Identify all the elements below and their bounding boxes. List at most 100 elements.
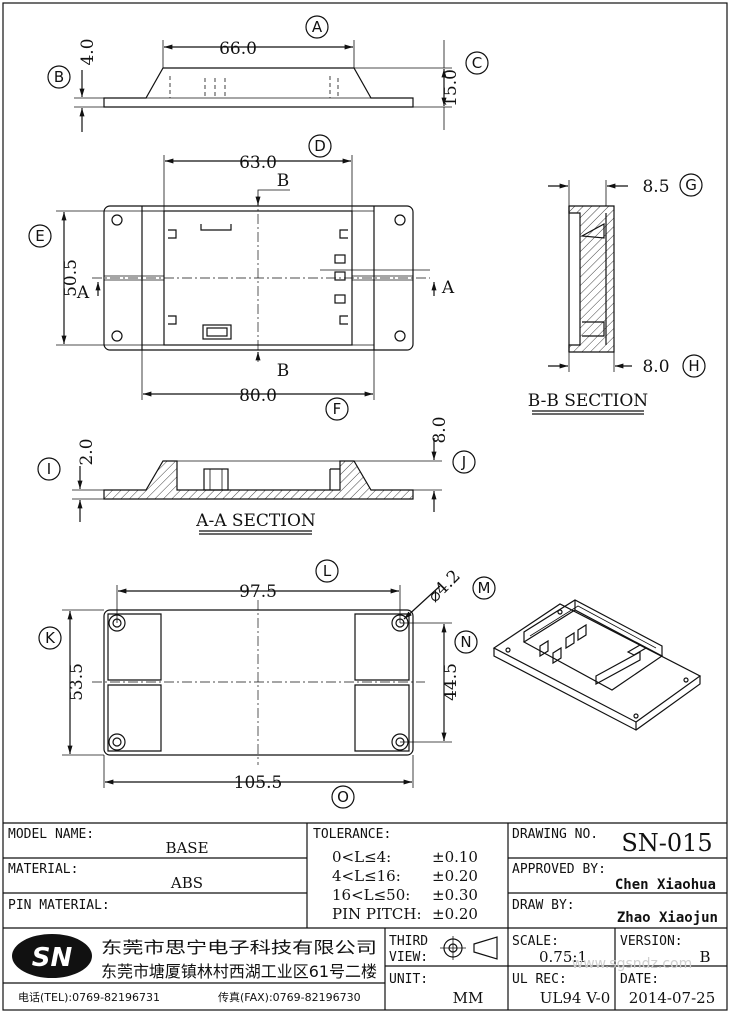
model-name-label: MODEL NAME: bbox=[8, 827, 94, 842]
company-fax: 传真(FAX):0769-82196730 bbox=[218, 990, 361, 1004]
third-view-label-2: VIEW: bbox=[389, 950, 428, 965]
svg-text:L: L bbox=[323, 562, 332, 580]
material-value: ABS bbox=[170, 874, 203, 892]
dim-B-text: 4.0 bbox=[78, 38, 98, 65]
svg-text:E: E bbox=[35, 227, 44, 245]
svg-text:I: I bbox=[47, 460, 51, 478]
tolerance-value-3: ±0.30 bbox=[432, 886, 478, 904]
isometric-view bbox=[492, 599, 702, 731]
approved-by-value: Chen Xiaohua bbox=[615, 877, 716, 893]
svg-text:J: J bbox=[461, 453, 466, 471]
callout-L: L bbox=[315, 559, 339, 583]
bottom-view: 97.5 ⌀4.2 53.5 44.5 105.5 bbox=[62, 566, 465, 793]
callout-D: D bbox=[308, 134, 332, 158]
svg-text:F: F bbox=[333, 400, 342, 418]
section-mark-A-left: A bbox=[76, 283, 90, 303]
tolerance-value-4: ±0.20 bbox=[432, 905, 478, 923]
material-label: MATERIAL: bbox=[8, 862, 78, 877]
watermark: www.sgsndz.com bbox=[572, 956, 692, 972]
version-label: VERSION: bbox=[620, 934, 683, 949]
drawing-no-label: DRAWING NO. bbox=[512, 827, 598, 842]
callout-B: B bbox=[47, 65, 71, 89]
svg-text:O: O bbox=[337, 788, 349, 806]
dim-E-text: 50.5 bbox=[61, 259, 81, 297]
dim-A-text: 66.0 bbox=[219, 39, 257, 59]
callout-N: N bbox=[454, 630, 478, 654]
drawing-no-value: SN-015 bbox=[621, 829, 712, 857]
callout-C: C bbox=[465, 51, 489, 75]
svg-text:B: B bbox=[54, 68, 64, 86]
dim-I-text: 2.0 bbox=[77, 438, 97, 465]
tolerance-range-3: 16<L≤50: bbox=[332, 886, 410, 904]
dim-F-text: 80.0 bbox=[239, 386, 277, 406]
section-mark-A-right: A bbox=[441, 278, 455, 298]
svg-text:A: A bbox=[312, 18, 323, 36]
bb-section-view: 8.5 8.0 B-B SECTION bbox=[528, 177, 670, 415]
third-view-label-1: THIRD bbox=[389, 934, 428, 949]
bb-section-title: B-B SECTION bbox=[528, 391, 649, 411]
tolerance-range-2: 4<L≤16: bbox=[332, 867, 401, 885]
svg-text:SN: SN bbox=[32, 943, 73, 973]
svg-text:G: G bbox=[685, 176, 697, 194]
dim-M-text: ⌀4.2 bbox=[424, 566, 465, 607]
company-address: 东莞市塘厦镇林村西湖工业区61号二楼 bbox=[101, 962, 377, 981]
dim-J-text: 8.0 bbox=[430, 416, 450, 443]
unit-label: UNIT: bbox=[389, 972, 428, 987]
date-value: 2014-07-25 bbox=[629, 989, 715, 1007]
company-name: 东莞市思宁电子科技有限公司 bbox=[101, 938, 377, 957]
dim-H-text: 8.0 bbox=[642, 357, 669, 377]
callout-F: F bbox=[325, 397, 349, 421]
callout-O: O bbox=[331, 785, 355, 809]
aa-section-view: 2.0 8.0 A-A SECTION bbox=[72, 416, 450, 535]
tolerance-value-1: ±0.10 bbox=[432, 848, 478, 866]
svg-text:K: K bbox=[45, 629, 56, 647]
ul-rec-label: UL REC: bbox=[512, 972, 567, 987]
dim-L-text: 97.5 bbox=[239, 582, 277, 602]
tolerance-range-4: PIN PITCH: bbox=[332, 905, 422, 923]
svg-text:M: M bbox=[478, 579, 491, 597]
approved-by-label: APPROVED BY: bbox=[512, 862, 606, 877]
dim-O-text: 105.5 bbox=[234, 773, 283, 793]
third-angle-projection-icon bbox=[440, 936, 498, 960]
svg-text:C: C bbox=[472, 54, 482, 72]
scale-value: 0.75:1 bbox=[539, 948, 587, 966]
dim-D-text: 63.0 bbox=[239, 153, 277, 173]
top-view: B B A A 63.0 50.5 80.0 bbox=[56, 153, 455, 406]
model-name-value: BASE bbox=[165, 839, 208, 857]
callout-bubbles: A B C D E F G H I J K L M N O bbox=[28, 15, 706, 809]
svg-text:D: D bbox=[314, 137, 326, 155]
front-view: 66.0 4.0 15.0 bbox=[74, 38, 461, 132]
title-block: MODEL NAME: BASE MATERIAL: ABS PIN MATER… bbox=[3, 822, 727, 1010]
callout-K: K bbox=[38, 626, 62, 650]
tolerance-label: TOLERANCE: bbox=[313, 827, 391, 842]
section-mark-B-top: B bbox=[277, 171, 290, 191]
svg-text:N: N bbox=[460, 633, 471, 651]
dim-G-text: 8.5 bbox=[642, 177, 669, 197]
dim-C-text: 15.0 bbox=[441, 69, 461, 107]
date-label: DATE: bbox=[620, 972, 659, 987]
ul-rec-value: UL94 V-0 bbox=[540, 989, 611, 1007]
version-value: B bbox=[699, 948, 710, 966]
unit-value: MM bbox=[453, 989, 484, 1007]
callout-J: J bbox=[452, 450, 476, 474]
scale-label: SCALE: bbox=[512, 934, 559, 949]
svg-text:H: H bbox=[688, 357, 699, 375]
company-logo: SN bbox=[12, 934, 92, 978]
draw-by-label: DRAW BY: bbox=[512, 898, 575, 913]
callout-M: M bbox=[472, 576, 496, 600]
callout-H: H bbox=[682, 354, 706, 378]
dim-K-text: 53.5 bbox=[67, 663, 87, 701]
callout-E: E bbox=[28, 224, 52, 248]
draw-by-value: Zhao Xiaojun bbox=[617, 910, 718, 926]
tolerance-range-1: 0<L≤4: bbox=[332, 848, 391, 866]
callout-I: I bbox=[37, 457, 61, 481]
section-mark-B-bottom: B bbox=[277, 361, 290, 381]
company-tel: 电话(TEL):0769-82196731 bbox=[18, 991, 160, 1004]
aa-section-title: A-A SECTION bbox=[195, 511, 316, 531]
dim-N-text: 44.5 bbox=[441, 663, 461, 701]
tolerance-value-2: ±0.20 bbox=[432, 867, 478, 885]
callout-G: G bbox=[679, 173, 703, 197]
callout-A: A bbox=[305, 15, 329, 39]
